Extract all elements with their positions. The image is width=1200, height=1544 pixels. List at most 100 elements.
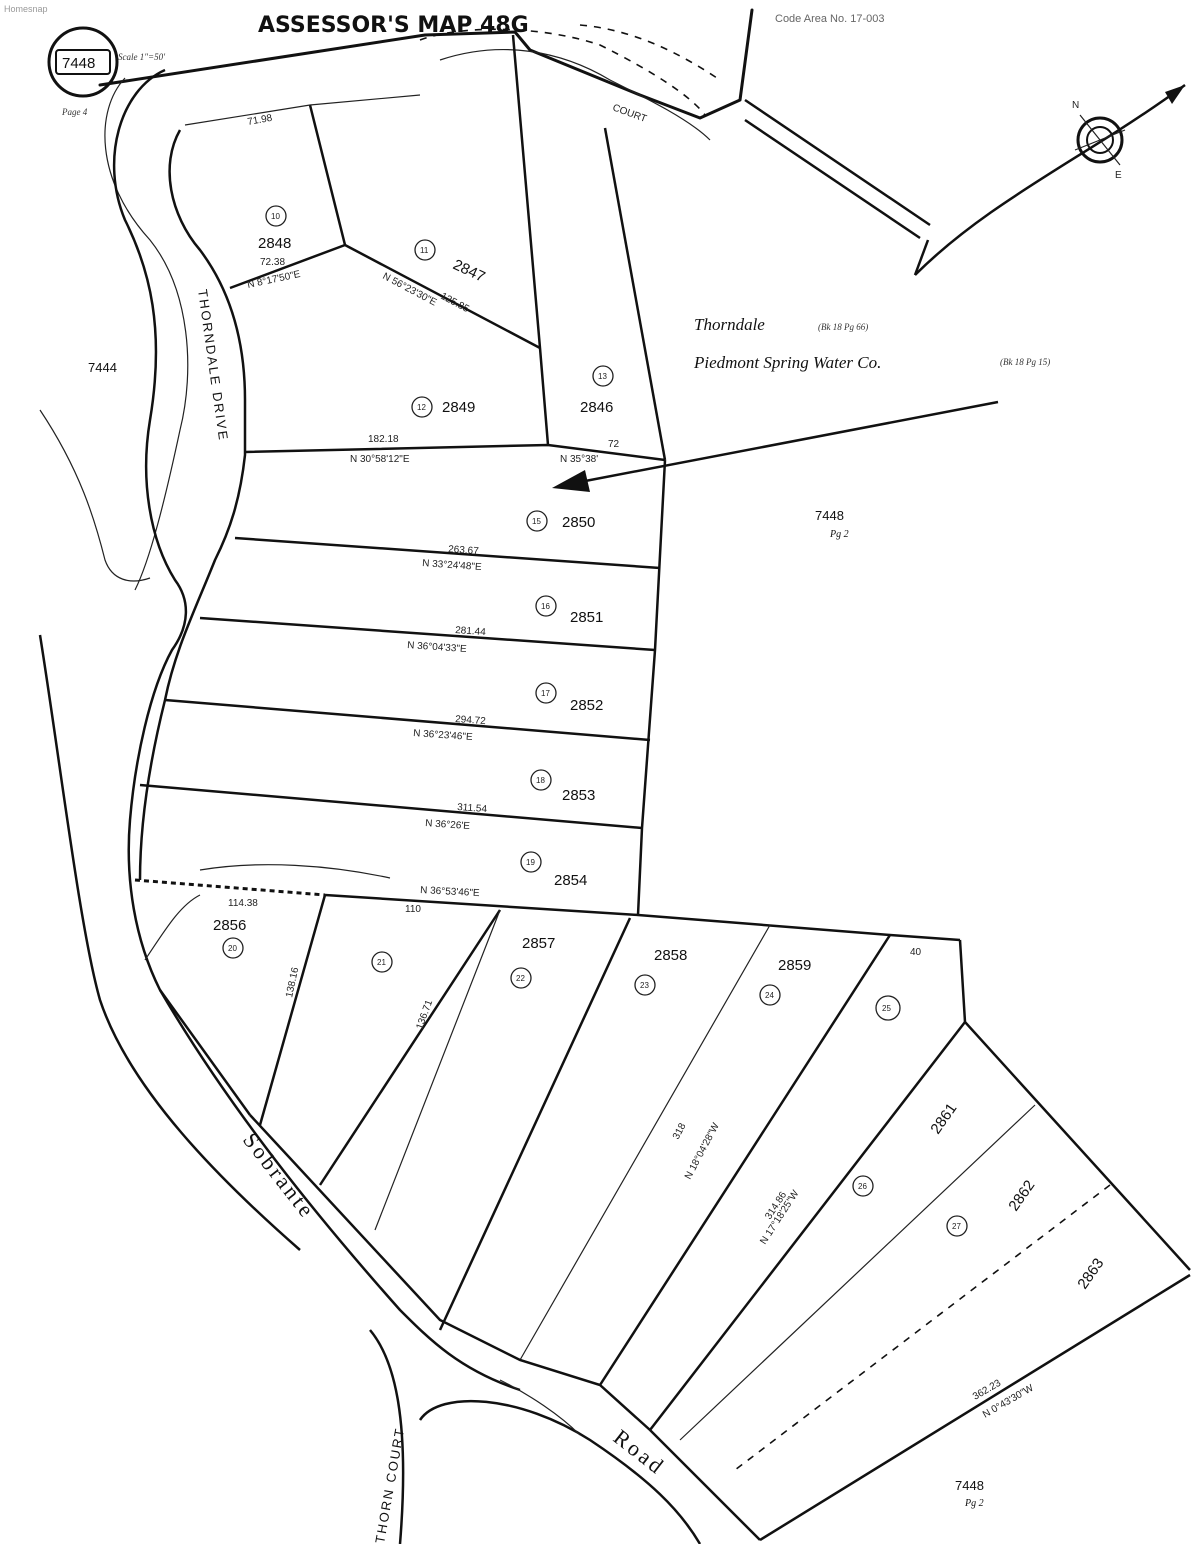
lot-line-2847-east [511, 34, 550, 446]
lot-line-2851-south [199, 616, 656, 652]
lot-circle-number: 19 [526, 858, 535, 867]
lot-2861-line [679, 1104, 1036, 1441]
east-boundary-lower [958, 939, 1191, 1271]
lot-circle-number: 24 [765, 991, 774, 1000]
lot-2857-east [438, 917, 632, 1331]
lot-2856-b-east [318, 909, 502, 1186]
dimension-text: N 36°26'E [425, 818, 471, 832]
dimension-text: 40 [910, 947, 922, 958]
dimension-labels: 72.38 N 8°17'50"E N 56°23'30"E 125.85 18… [228, 113, 1036, 1421]
dimension-text: 71.98 [247, 113, 274, 128]
lot-line-2850-south [234, 536, 661, 570]
annotation-water-co-ref: (Bk 18 Pg 15) [1000, 357, 1050, 367]
dimension-text: N 36°04'33"E [407, 640, 467, 655]
lot-circle-number: 18 [536, 776, 545, 785]
lot-number: 2847 [450, 256, 487, 286]
dimension-text: 281.44 [455, 625, 487, 638]
lot-2848[interactable]: 10 2848 [258, 205, 291, 252]
lot-2857[interactable]: 22 2857 [510, 935, 555, 989]
lot-circle-number: 27 [952, 1222, 961, 1231]
dimension-text: 114.38 [228, 898, 258, 909]
dimension-text: N 33°24'48"E [422, 558, 482, 573]
lot-2862[interactable]: 27 2862 [946, 1177, 1038, 1237]
page-ref: Page 4 [61, 107, 88, 117]
lot-2862-dashed [734, 1184, 1111, 1471]
lot-line-2848-east [229, 104, 347, 290]
lot-circle-number: 11 [420, 246, 429, 255]
lot-number: 2862 [1005, 1177, 1038, 1214]
dimension-text: 72 [608, 439, 620, 450]
dimension-text: 138.16 [284, 966, 301, 999]
lot-circle-number: 12 [417, 403, 426, 412]
lot-label-group: 10 2848 11 2847 12 2849 13 2846 15 2850 … [213, 205, 1107, 1292]
lot-circle-number: 15 [532, 517, 541, 526]
sobrante-road-north [249, 1114, 761, 1541]
lot-2859[interactable]: 24 2859 [759, 957, 811, 1006]
lot-2858[interactable]: 23 2858 [634, 947, 687, 996]
annotation-arrow [552, 400, 999, 492]
access-road-east [744, 98, 931, 227]
street-sobrante: Sobrante [238, 1128, 321, 1224]
lot-line-2853-south [139, 783, 643, 830]
lot-number: 2859 [778, 957, 811, 974]
lot-2851[interactable]: 16 2851 [535, 595, 603, 626]
lot-2846[interactable]: 13 2846 [580, 365, 614, 416]
lot-line-2849-south [244, 443, 666, 462]
lot-2863[interactable]: 2863 [1074, 1255, 1107, 1292]
dimension-text: 72.38 [260, 257, 285, 268]
lot-line-2854-south [134, 878, 326, 897]
lot-2856[interactable]: 20 2856 [213, 917, 246, 959]
lot-number: 2856 [213, 917, 246, 934]
lot-number: 2849 [442, 399, 475, 416]
lot-unnumbered-a[interactable]: 21 [371, 951, 393, 973]
lot-2853[interactable]: 18 2853 [530, 769, 595, 804]
lot-2852[interactable]: 17 2852 [535, 682, 603, 714]
thorndale-drive-edge-outer [104, 77, 189, 591]
dimension-text: 125.85 [439, 291, 472, 315]
annotation-water-co: Piedmont Spring Water Co. [693, 353, 881, 372]
street-thorndale-drive: THORNDALE DRIVE [195, 288, 231, 442]
lot-line-2847-south [344, 243, 541, 350]
annotation-thorndale-ref: (Bk 18 Pg 66) [818, 322, 868, 332]
dimension-text: 110 [405, 904, 421, 915]
dimension-text: 318 [671, 1121, 689, 1141]
lot-number: 2850 [562, 514, 595, 531]
lot-2856-east [258, 894, 327, 1126]
lot-circle-number: 20 [228, 944, 237, 953]
lot-circle-number: 23 [640, 981, 649, 990]
lot-2847[interactable]: 11 2847 [414, 239, 488, 286]
dimension-text: N 35°38' [560, 454, 598, 465]
street-road: Road [609, 1424, 670, 1480]
dimension-text: N 36°53'46"E [420, 885, 480, 899]
lot-2850[interactable]: 15 2850 [526, 510, 595, 532]
lot-2859-south [649, 1021, 966, 1431]
lot-circle-number: 21 [377, 958, 386, 967]
neighbor-map-bottom-page: Pg 2 [964, 1498, 984, 1509]
lot-2849[interactable]: 12 2849 [411, 396, 475, 418]
lot-number: 2852 [570, 697, 603, 714]
lot-number: 2851 [570, 609, 603, 626]
sobrante-road-south [158, 989, 521, 1392]
top-court-curve [439, 48, 711, 141]
lot-circle-number: 17 [541, 689, 550, 698]
lot-unnumbered-b[interactable]: 25 [875, 995, 901, 1021]
lot-number: 2854 [554, 872, 587, 889]
map-number-badge: 7448 [47, 26, 119, 98]
map-number: 7448 [62, 55, 95, 72]
scale-label: Scale 1"=50' [118, 52, 166, 62]
dimension-text: 294.72 [455, 714, 487, 727]
thorn-court-west [369, 1329, 405, 1544]
lot-2854[interactable]: 19 2854 [520, 851, 587, 889]
lot-number: 2846 [580, 399, 613, 416]
dimension-text: N 30°58'12"E [350, 454, 410, 465]
lot-2858-east [598, 934, 892, 1386]
dimension-text: 182.18 [368, 434, 399, 445]
lot-circle-number: 10 [271, 212, 280, 221]
lot-number: 2848 [258, 235, 291, 252]
annotation-thorndale: Thorndale [694, 315, 765, 334]
south-boundary [759, 1273, 1191, 1542]
top-court-dashed [419, 28, 706, 116]
creek-sketch [144, 864, 391, 961]
thorndale-drive-edge-west [112, 68, 252, 1116]
